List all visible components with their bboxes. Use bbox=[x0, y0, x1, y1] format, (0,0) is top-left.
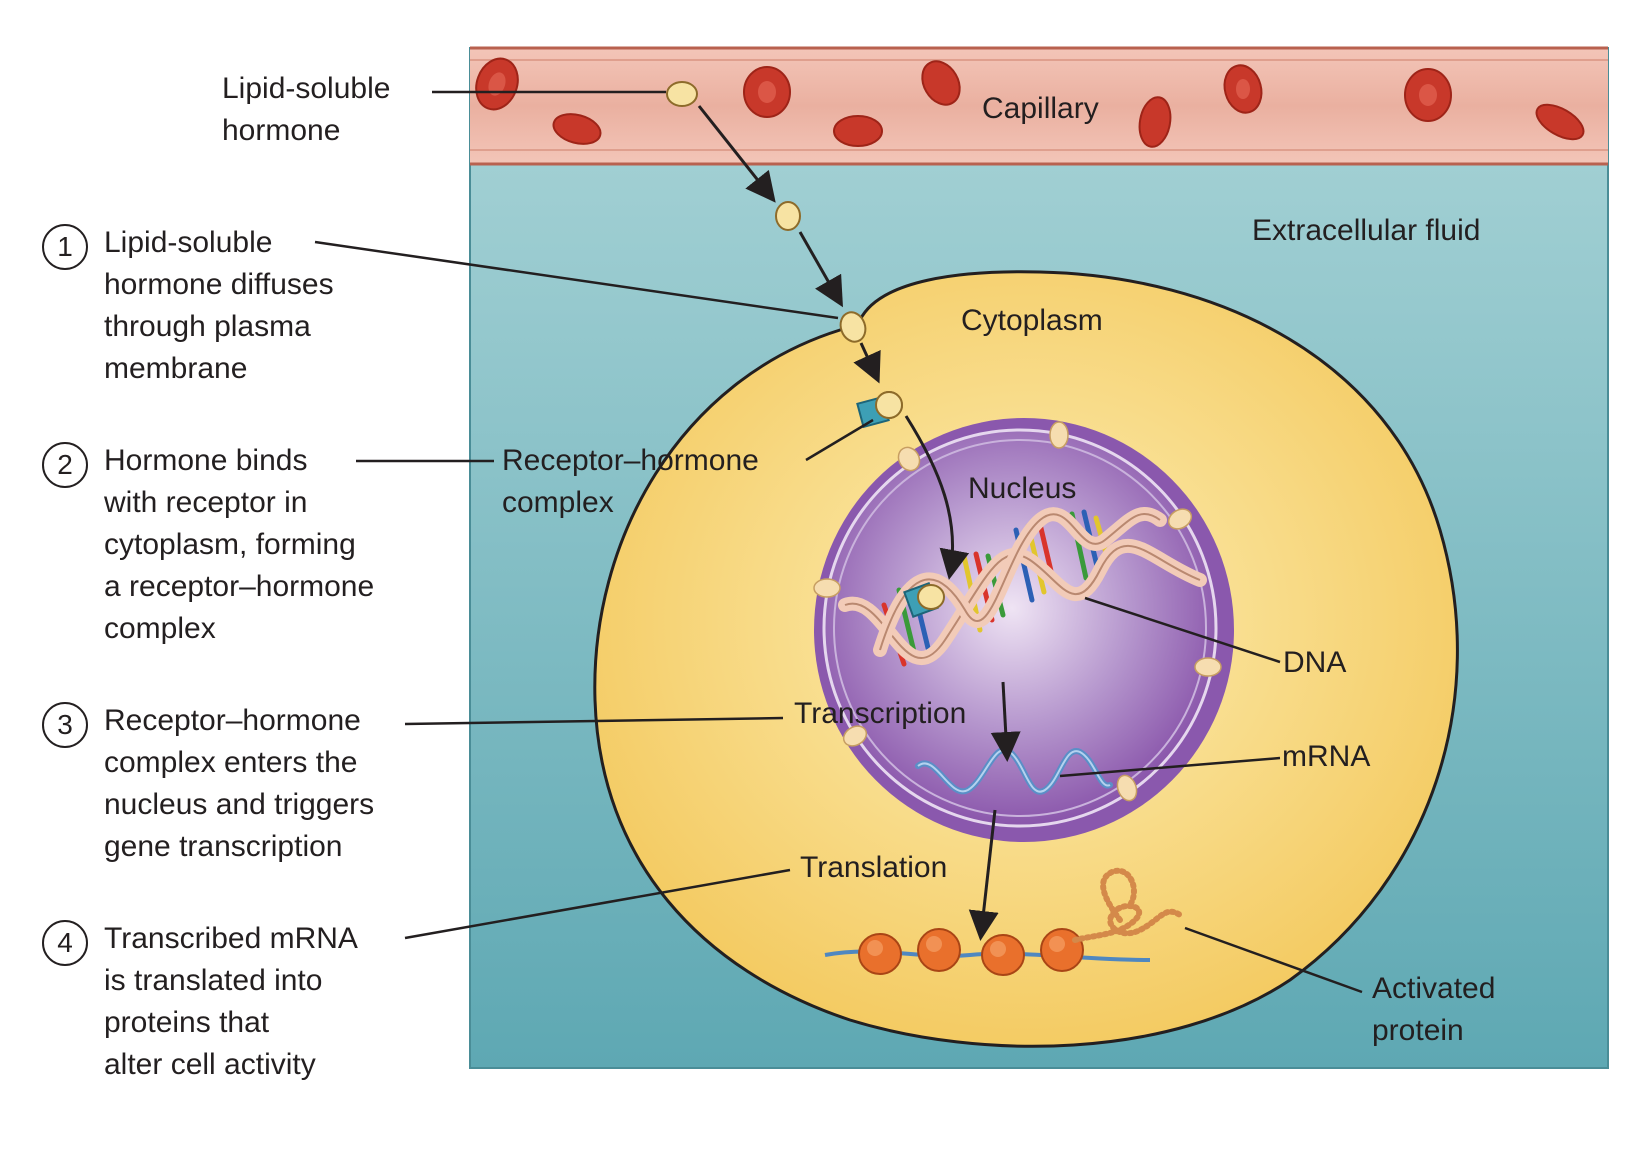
step-4-line: proteins that bbox=[104, 1006, 270, 1039]
step-2-line: a receptor–hormone bbox=[104, 570, 375, 603]
complex-on-dna bbox=[903, 582, 945, 618]
step-4-line: is translated into bbox=[104, 964, 323, 997]
label-nucleus: Nucleus bbox=[968, 472, 1077, 505]
step-1-line: through plasma bbox=[104, 310, 311, 343]
step-3-line: gene transcription bbox=[104, 830, 343, 863]
step-3-number: 3 bbox=[42, 702, 88, 748]
step-2-number: 2 bbox=[42, 442, 88, 488]
step-1-line: hormone diffuses bbox=[104, 268, 334, 301]
step-2-line: with receptor in bbox=[104, 486, 308, 519]
receptor-in-cytoplasm bbox=[856, 391, 903, 429]
activated-protein-chain bbox=[1072, 902, 1183, 943]
label-extracellular-fluid: Extracellular fluid bbox=[1252, 214, 1481, 247]
label-transcription: Transcription bbox=[794, 697, 967, 730]
dna-helix bbox=[838, 507, 1207, 667]
pathway-arrows bbox=[697, 105, 1021, 941]
label-activated-protein: Activated protein bbox=[1372, 972, 1496, 1047]
step-3-line: complex enters the bbox=[104, 746, 358, 779]
step-2-line: cytoplasm, forming bbox=[104, 528, 356, 561]
step-1-number: 1 bbox=[42, 224, 88, 270]
label-lipid-hormone: Lipid-soluble hormone bbox=[222, 72, 391, 147]
label-receptor-complex: Receptor–hormone complex bbox=[502, 444, 759, 519]
step-3-line: Receptor–hormone bbox=[104, 704, 361, 737]
step-2-line: Hormone binds bbox=[104, 444, 308, 477]
step-2-line: complex bbox=[104, 612, 216, 645]
label-translation: Translation bbox=[800, 851, 948, 884]
step-1-line: membrane bbox=[104, 352, 248, 385]
label-mrna: mRNA bbox=[1282, 740, 1371, 773]
step-1-line: Lipid-soluble bbox=[104, 226, 273, 259]
label-capillary: Capillary bbox=[982, 92, 1099, 125]
label-dna: DNA bbox=[1283, 646, 1347, 679]
label-cytoplasm: Cytoplasm bbox=[961, 304, 1103, 337]
step-3-line: nucleus and triggers bbox=[104, 788, 375, 821]
leader-lines bbox=[314, 90, 1363, 994]
step-4-line: alter cell activity bbox=[104, 1048, 316, 1081]
step-4-line: Transcribed mRNA bbox=[104, 922, 358, 955]
step-4-number: 4 bbox=[42, 920, 88, 966]
